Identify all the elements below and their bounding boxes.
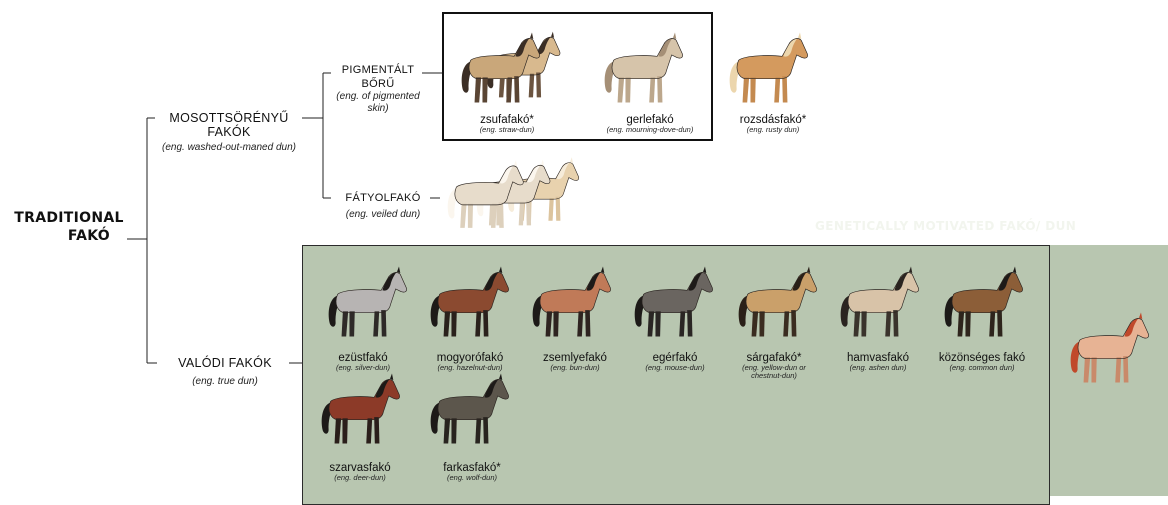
common-dun-caption: közönséges fakó (eng. common dun) — [926, 352, 1038, 372]
rusty-dun-caption: rozsdásfakó* (eng. rusty dun) — [728, 114, 818, 134]
horse-eng-name: (eng. hazelnut-dun) — [420, 364, 520, 372]
bun-dun-caption: zsemlyefakó (eng. bun-dun) — [525, 352, 625, 372]
yellow-dun-horse — [739, 267, 817, 337]
veiled-dun-horse — [448, 157, 579, 228]
silver-dun-horse — [329, 267, 407, 337]
mouse-dun-horse — [635, 267, 713, 337]
ashen-dun-caption: hamvasfakó (eng. ashen dun) — [828, 352, 928, 372]
horse-eng-name: (eng. mouse-dun) — [625, 364, 725, 372]
silver-dun-caption: ezüstfakó (eng. silver-dun) — [318, 352, 408, 372]
ashen-dun-horse — [841, 267, 919, 337]
horse-eng-name: (eng. straw-dun) — [462, 126, 552, 134]
yellow-dun-caption: sárgafakó* (eng. yellow-dun or chestnut-… — [728, 352, 820, 380]
hazelnut-dun-horse — [431, 267, 509, 337]
horse-eng-name: (eng. silver-dun) — [318, 364, 408, 372]
wolf-dun-caption: farkasfakó* (eng. wolf-dun) — [424, 462, 520, 482]
horse-eng-name: (eng. deer-dun) — [312, 474, 408, 482]
horse-eng-name: (eng. mourning-dove-dun) — [588, 126, 712, 134]
hazelnut-dun-caption: mogyorófakó (eng. hazelnut-dun) — [420, 352, 520, 372]
horse-eng-name: (eng. wolf-dun) — [424, 474, 520, 482]
horse-eng-name: (eng. bun-dun) — [525, 364, 625, 372]
bun-dun-horse — [533, 267, 611, 337]
wolf-dun-horse — [431, 374, 509, 444]
rusty-dun-horse — [730, 33, 808, 103]
horse-eng-name: (eng. rusty dun) — [728, 126, 818, 134]
deer-dun-horse — [322, 374, 400, 444]
mourning-dove-dun-caption: gerlefakó (eng. mourning-dove-dun) — [588, 114, 712, 134]
mouse-dun-caption: egérfakó (eng. mouse-dun) — [625, 352, 725, 372]
common-dun-horse — [945, 267, 1023, 337]
horse-eng-name: (eng. ashen dun) — [828, 364, 928, 372]
straw-dun-horse — [462, 32, 560, 103]
straw-dun-caption: zsufafakó* (eng. straw-dun) — [462, 114, 552, 134]
horse-eng-name: (eng. common dun) — [926, 364, 1038, 372]
horse-eng-name: (eng. yellow-dun or chestnut-dun) — [728, 364, 820, 380]
mourning-dove-dun-horse — [605, 33, 683, 103]
red-dun-horse — [1071, 313, 1149, 383]
deer-dun-caption: szarvasfakó (eng. deer-dun) — [312, 462, 408, 482]
